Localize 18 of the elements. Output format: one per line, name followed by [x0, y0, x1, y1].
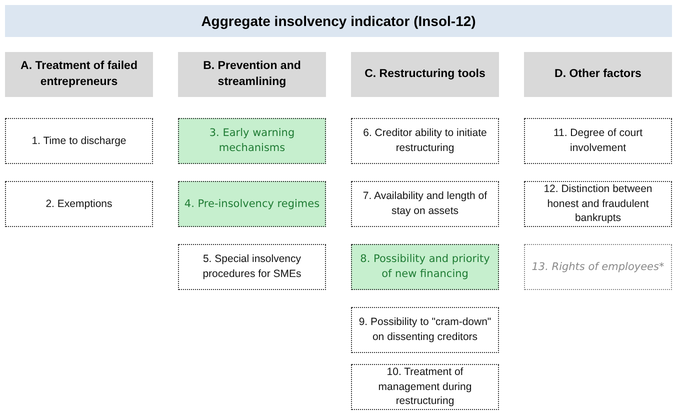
category-header: D. Other factors [524, 52, 672, 97]
indicator-box: 10. Treatment of management during restructuring [351, 364, 499, 410]
title-banner: Aggregate insolvency indicator (Insol-12) [5, 5, 672, 37]
highlighted-indicator-box: 3. Early warning mechanisms [178, 118, 326, 164]
category-header: B. Prevention and streamlining [178, 52, 326, 97]
category-header: C. Restructuring tools [351, 52, 499, 97]
indicator-box: 2. Exemptions [5, 181, 153, 227]
highlighted-indicator-box: 8. Possibility and priority of new financing [351, 244, 499, 290]
indicator-box: 7. Availability and length of stay on assets [351, 181, 499, 227]
indicator-box: 1. Time to discharge [5, 118, 153, 164]
indicator-box: 11. Degree of court involvement [524, 118, 672, 164]
category-header: A. Treatment of failed entrepreneurs [5, 52, 153, 97]
indicator-box: 12. Distinction between honest and fraudulent bankrupts [524, 181, 672, 227]
indicator-box: 13. Rights of employees* [524, 244, 672, 290]
indicator-box: 5. Special insolvency procedures for SMEs [178, 244, 326, 290]
indicator-box: 9. Possibility to "cram-down" on dissenting creditors [351, 307, 499, 353]
indicator-box: 6. Creditor ability to initiate restructuring [351, 118, 499, 164]
highlighted-indicator-box: 4. Pre-insolvency regimes [178, 181, 326, 227]
